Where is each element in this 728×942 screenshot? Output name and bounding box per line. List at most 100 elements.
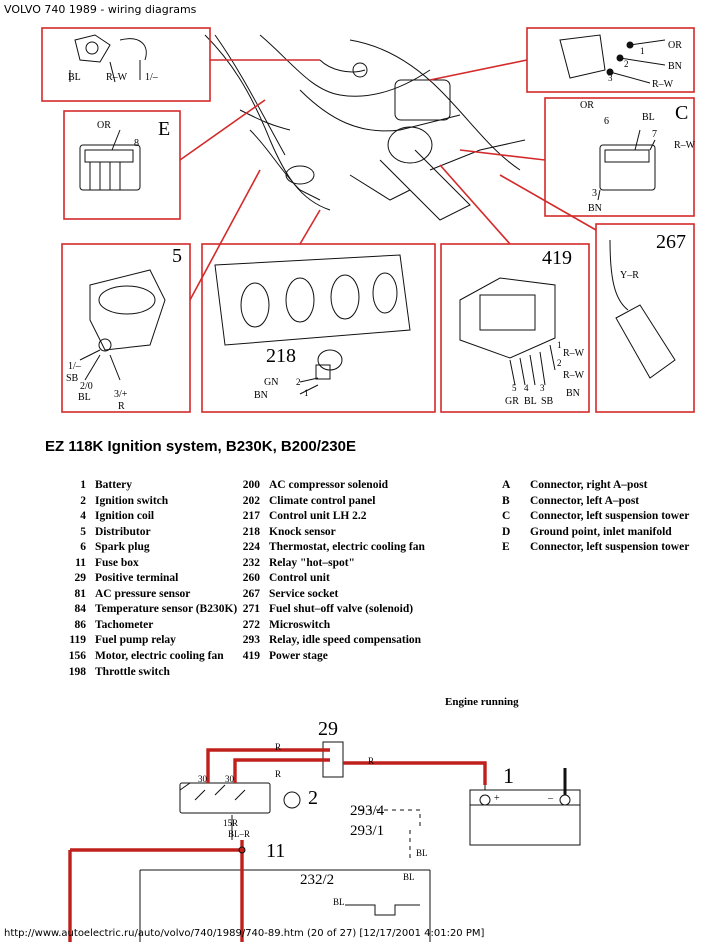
legend-label: Connector, right A–post	[530, 479, 648, 491]
wire-label: BL	[78, 392, 91, 403]
panel-label-e: E	[158, 118, 171, 140]
legend-number: 11	[75, 556, 86, 569]
legend-label: Ignition coil	[95, 510, 155, 523]
legend-number: 293	[242, 634, 260, 647]
wire-label: 15R	[223, 818, 239, 828]
wire-label: BL	[403, 872, 415, 882]
legend-label: Connector, left suspension tower	[530, 541, 690, 554]
legend-label: Microswitch	[269, 618, 331, 631]
wire-label: BL	[333, 897, 345, 907]
legend-label: Connector, left A–post	[530, 494, 640, 507]
wire-label: OR	[668, 40, 682, 51]
legend-label: Climate control panel	[269, 494, 376, 507]
panel-label-5: 5	[172, 245, 182, 267]
legend-number: 260	[242, 572, 260, 585]
schematic-label-293-4: 293/4	[350, 803, 385, 819]
state-label: Engine running	[445, 696, 519, 708]
wire-label: 1	[304, 388, 309, 398]
legend-label: Connector, left suspension tower	[530, 510, 690, 523]
schematic-label-29: 29	[318, 718, 338, 740]
legend-row: 1 Battery	[62, 478, 237, 494]
wire-label: GN	[264, 377, 279, 388]
wire-label: R–W	[652, 79, 674, 90]
legend-label: AC pressure sensor	[95, 587, 191, 600]
legend-number: 198	[68, 665, 86, 678]
legend-label: Relay, idle speed compensation	[269, 634, 422, 647]
legend-label: Relay "hot–spot"	[269, 556, 355, 569]
legend-label: Distributor	[95, 525, 151, 538]
battery-plus-label: +	[494, 793, 500, 804]
wire-label: GR	[505, 396, 519, 407]
legend-number: 200	[242, 479, 260, 491]
schematic-label-11: 11	[266, 840, 286, 862]
legend-number: 419	[242, 650, 260, 663]
wire-label: 4	[524, 383, 529, 393]
legend-number: 232	[242, 556, 260, 569]
wire-label: R	[368, 756, 375, 766]
legend-number: 81	[74, 587, 87, 600]
legend-letter: E	[502, 541, 510, 554]
legend-label: Spark plug	[95, 541, 150, 554]
wire-label: 1/–	[145, 72, 158, 83]
legend-number: 271	[242, 603, 260, 616]
wire-label: BN	[668, 61, 682, 72]
wire-label: R–W	[563, 370, 585, 381]
legend-label: Service socket	[269, 587, 339, 600]
wire-label: R–W	[563, 348, 585, 359]
legend-label: Tachometer	[95, 618, 154, 631]
schematic-label-1: 1	[503, 763, 514, 788]
document-footer: http://www.autoelectric.ru/auto/volvo/74…	[4, 928, 485, 939]
legend-label: Motor, electric cooling fan	[95, 650, 224, 663]
wire-label: R	[118, 401, 125, 412]
legend-number: 6	[80, 541, 86, 554]
wire-label: 7	[652, 129, 657, 140]
legend-label: AC compressor solenoid	[269, 479, 389, 491]
diagram-title: EZ 118K Ignition system, B230K, B200/230…	[45, 438, 356, 455]
legend-number: 156	[68, 650, 86, 663]
legend-row: E Connector, left suspension tower	[502, 540, 689, 556]
legend-row: 224 Thermostat, electric cooling fan	[236, 540, 425, 556]
legend-label: Fuse box	[95, 556, 139, 569]
legend-number: 1	[80, 479, 86, 491]
legend-number: 5	[80, 525, 86, 538]
wire-label: 3	[540, 383, 545, 393]
legend-number: 119	[69, 634, 86, 647]
legend-label: Battery	[95, 479, 133, 491]
wire-label: R	[275, 769, 282, 779]
wire-label: 3/+	[114, 389, 128, 400]
legend-label: Control unit	[269, 572, 330, 585]
legend-number: 218	[242, 525, 260, 538]
wire-label: 2	[296, 377, 301, 387]
wire-label: 1/–	[68, 361, 81, 372]
wire-label: 6	[604, 116, 609, 127]
wire-label: Y–R	[620, 270, 639, 281]
legend-row: 260 Control unit	[236, 571, 425, 587]
legend-label: Fuel pump relay	[95, 634, 176, 647]
legend-number: 84	[74, 603, 87, 616]
wire-label: BL	[416, 848, 428, 858]
legend-number: 224	[242, 541, 260, 554]
legend-row: 156 Motor, electric cooling fan	[62, 649, 237, 665]
schematic-label-2: 2	[308, 787, 318, 809]
wire-label: 8	[134, 138, 139, 149]
panel-label-c: C	[675, 102, 689, 124]
legend-label: Thermostat, electric cooling fan	[269, 541, 425, 554]
wire-label: 5	[512, 383, 517, 393]
